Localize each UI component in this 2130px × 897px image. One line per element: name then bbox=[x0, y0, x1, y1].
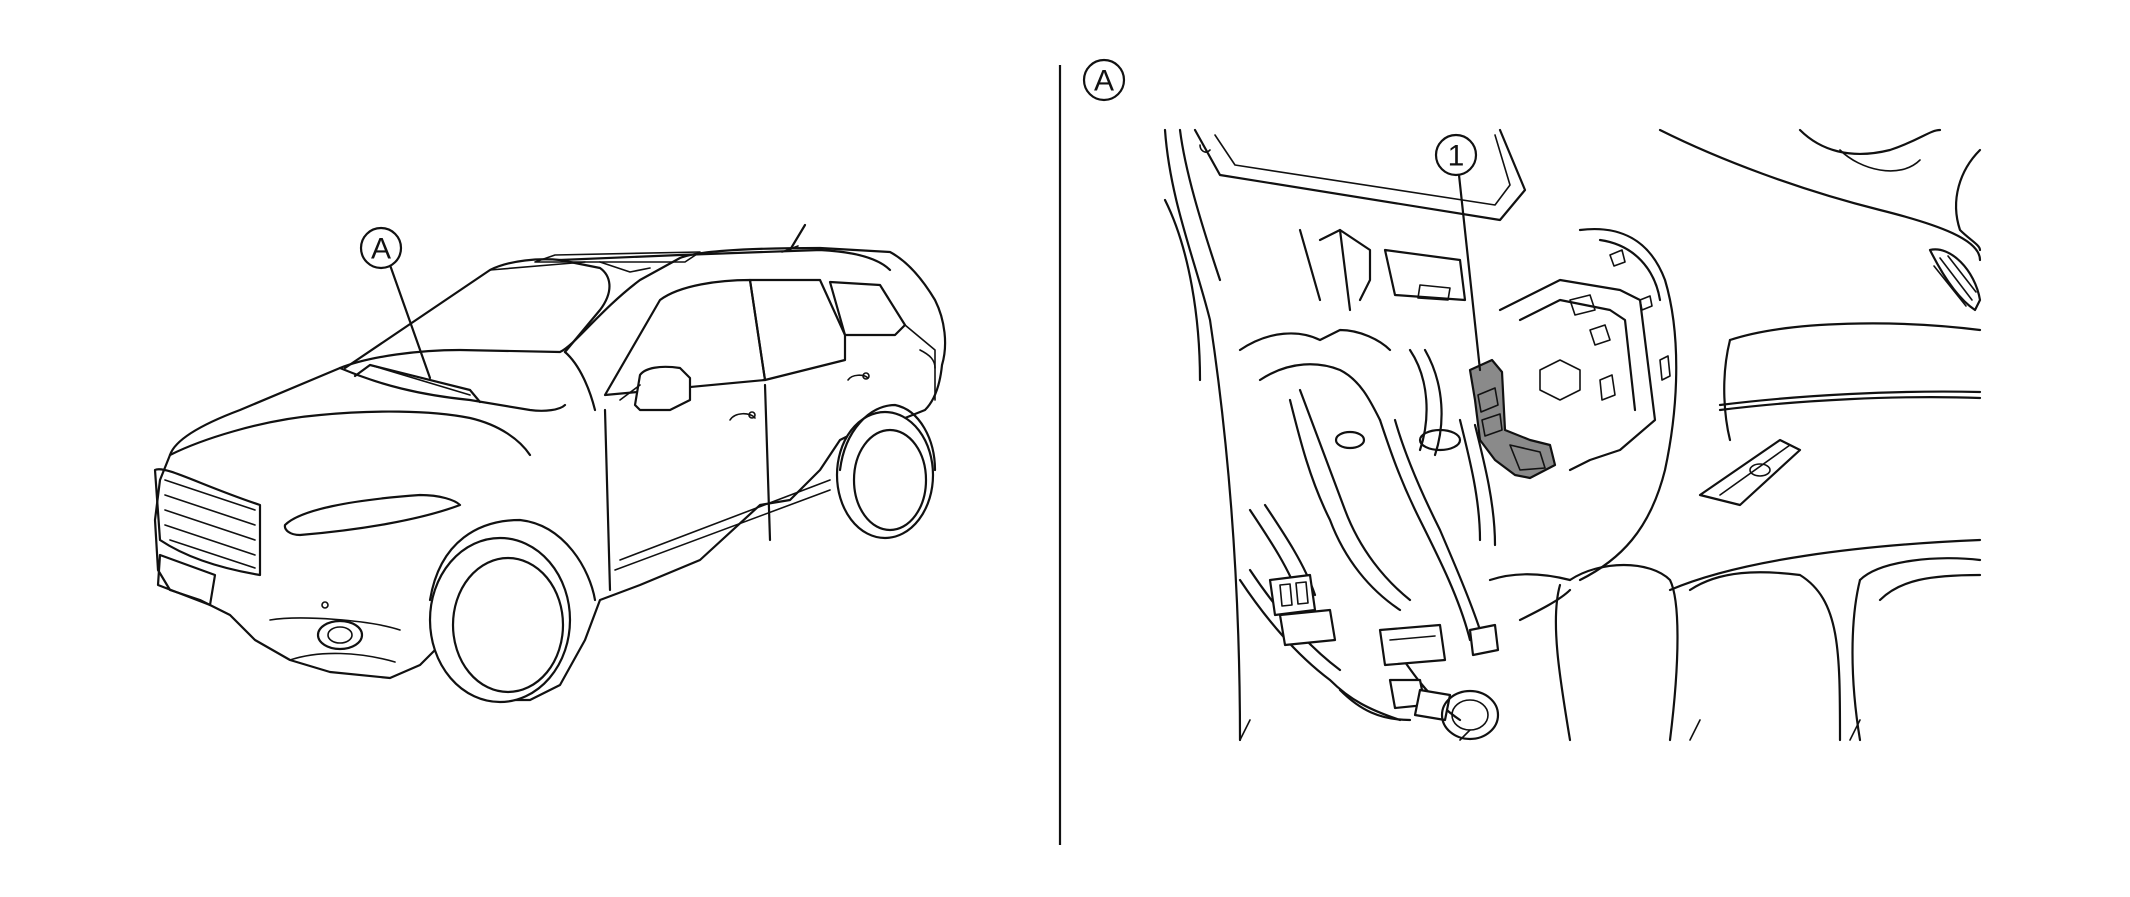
callout-a-leader-line bbox=[388, 263, 432, 380]
callout-1-circle bbox=[1434, 133, 1478, 177]
callout-a-label: A bbox=[371, 233, 391, 266]
component-1-highlight bbox=[1468, 358, 1557, 480]
vehicle-illustration bbox=[153, 223, 947, 704]
instrument-panel-detail bbox=[1163, 128, 1982, 742]
callout-1-leader-line bbox=[1457, 173, 1482, 372]
vehicle-callout-a: A bbox=[359, 226, 432, 380]
callout-1-label: 1 bbox=[1448, 140, 1465, 173]
detail-callout-a-label: A bbox=[1094, 65, 1114, 98]
detail-view-callout-a: A bbox=[1082, 58, 1126, 102]
component-callout-1: 1 bbox=[1434, 133, 1482, 372]
callout-a-circle bbox=[359, 226, 403, 270]
detail-callout-a-circle bbox=[1082, 58, 1126, 102]
